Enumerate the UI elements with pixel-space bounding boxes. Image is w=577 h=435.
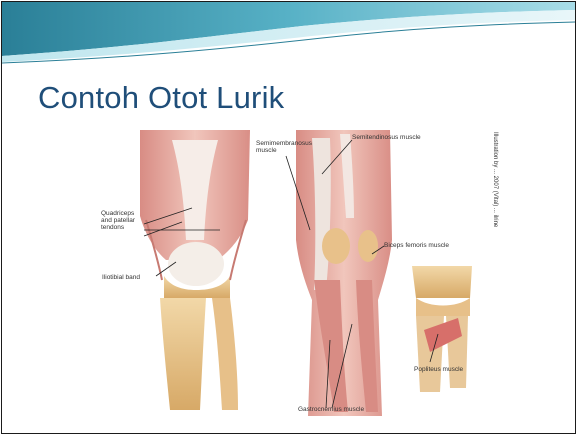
knee-illustration — [100, 130, 500, 416]
label-biceps: Biceps femoris muscle — [384, 242, 449, 249]
banner-decoration — [2, 2, 575, 72]
label-gastrocnemius: Gastrocnemius muscle — [298, 406, 364, 413]
back-knee — [296, 130, 392, 416]
knee-muscle-figure: Quadriceps and patellar tendons Iliotibi… — [100, 130, 500, 416]
figure-credit: Illustration by ... 2007 (Vital) ... ilr… — [488, 132, 498, 292]
label-popliteus: Popliteus muscle — [414, 366, 463, 373]
label-quadriceps: Quadriceps and patellar tendons — [101, 210, 143, 231]
slide-title: Contoh Otot Lurik — [38, 80, 284, 116]
front-knee — [140, 130, 250, 410]
label-semimembranosus: Semimembranosus muscle — [256, 140, 318, 154]
label-semitendinosus: Semitendinosus muscle — [352, 134, 421, 141]
popliteus-knee — [412, 266, 472, 392]
label-iliotibial: Iliotibial band — [102, 274, 140, 281]
